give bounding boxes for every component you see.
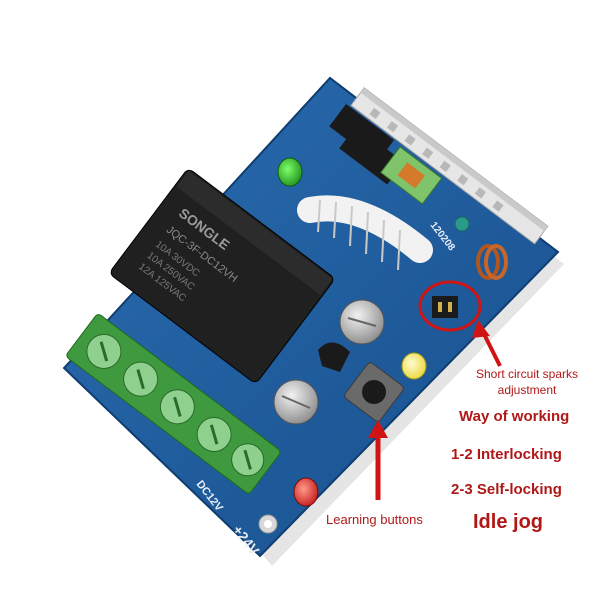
way-of-working-heading: Way of working (459, 408, 570, 425)
mounting-hole-center (264, 520, 272, 528)
self-locking-label: 2-3 Self-locking (451, 481, 562, 498)
red-led (293, 477, 319, 507)
idle-jog-label: Idle jog (473, 511, 543, 533)
antenna-coil (297, 195, 433, 271)
jumper-highlight-circle (418, 280, 482, 332)
jumper-arrow (472, 320, 502, 367)
interlocking-label: 1-2 Interlocking (451, 446, 562, 463)
terminal-block (66, 314, 281, 494)
capacitor-medium (273, 379, 319, 425)
rf-module (350, 87, 549, 245)
jumper-pins[interactable] (432, 296, 458, 318)
green-led (277, 157, 303, 187)
yellow-led (401, 352, 427, 380)
learning-buttons-label: Learning buttons (326, 512, 423, 527)
learning-button[interactable] (343, 361, 405, 423)
transistor (318, 342, 350, 372)
copper-coil (476, 244, 508, 280)
relay: SONGLE JQC-3F-DC12VH 10A 30VDC 10A 250VA… (110, 169, 334, 383)
capacitor-large (339, 299, 385, 345)
short-circuit-callout: Short circuit sparks adjustment (475, 367, 579, 397)
learning-button-arrow (368, 420, 388, 500)
green-component (380, 146, 443, 205)
small-capacitor (454, 216, 470, 232)
